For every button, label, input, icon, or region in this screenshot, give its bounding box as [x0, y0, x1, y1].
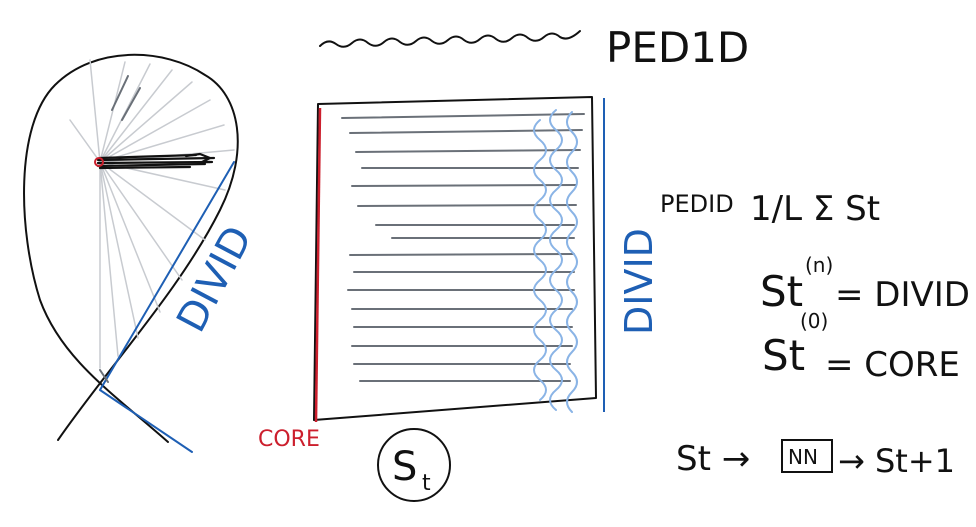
- title-group: PED1D: [319, 23, 749, 72]
- nn-box: [781, 439, 833, 473]
- box-wave-lines: [533, 109, 578, 413]
- sphere-gray-marks: [111, 75, 141, 121]
- st-circle: [377, 428, 451, 502]
- sphere-outline: [23, 53, 239, 443]
- st-n-superscript: (n): [805, 253, 833, 277]
- ped-definition-lhs: PEDID: [660, 190, 734, 218]
- st-0-superscript: (0): [800, 309, 828, 333]
- nn-box-label: NN: [788, 445, 818, 469]
- core-label: CORE: [258, 427, 320, 452]
- ped-definition-rhs: 1/L Σ St: [750, 189, 880, 229]
- st-n-rhs: = DIVID: [835, 275, 970, 315]
- flow-right: → St+1: [838, 442, 955, 480]
- core-edge-line: [314, 107, 322, 423]
- sphere-diagram: DIVID: [23, 53, 262, 453]
- st-circle-subscript: t: [422, 471, 431, 496]
- sphere-center-point: [94, 157, 104, 167]
- sphere-black-rays: [96, 152, 216, 170]
- equations: PEDID 1/L Σ St St (n) = DIVID St (0) = C…: [660, 189, 970, 480]
- box-horizontal-lines: [341, 113, 585, 382]
- box-outline: [313, 96, 597, 421]
- page-title: PED1D: [606, 23, 749, 72]
- central-box: DIVID CORE S t: [258, 96, 661, 502]
- st-0-rhs: = CORE: [825, 345, 960, 385]
- right-divid-label: DIVID: [617, 228, 661, 335]
- sphere-radial-lines: [69, 59, 235, 369]
- st-n-symbol: St: [760, 267, 803, 316]
- st-circle-symbol: S: [392, 444, 417, 490]
- flow-left: St →: [676, 439, 750, 479]
- st-0-symbol: St: [762, 331, 805, 380]
- title-squiggle: [319, 30, 581, 48]
- left-divid-line: [99, 161, 235, 453]
